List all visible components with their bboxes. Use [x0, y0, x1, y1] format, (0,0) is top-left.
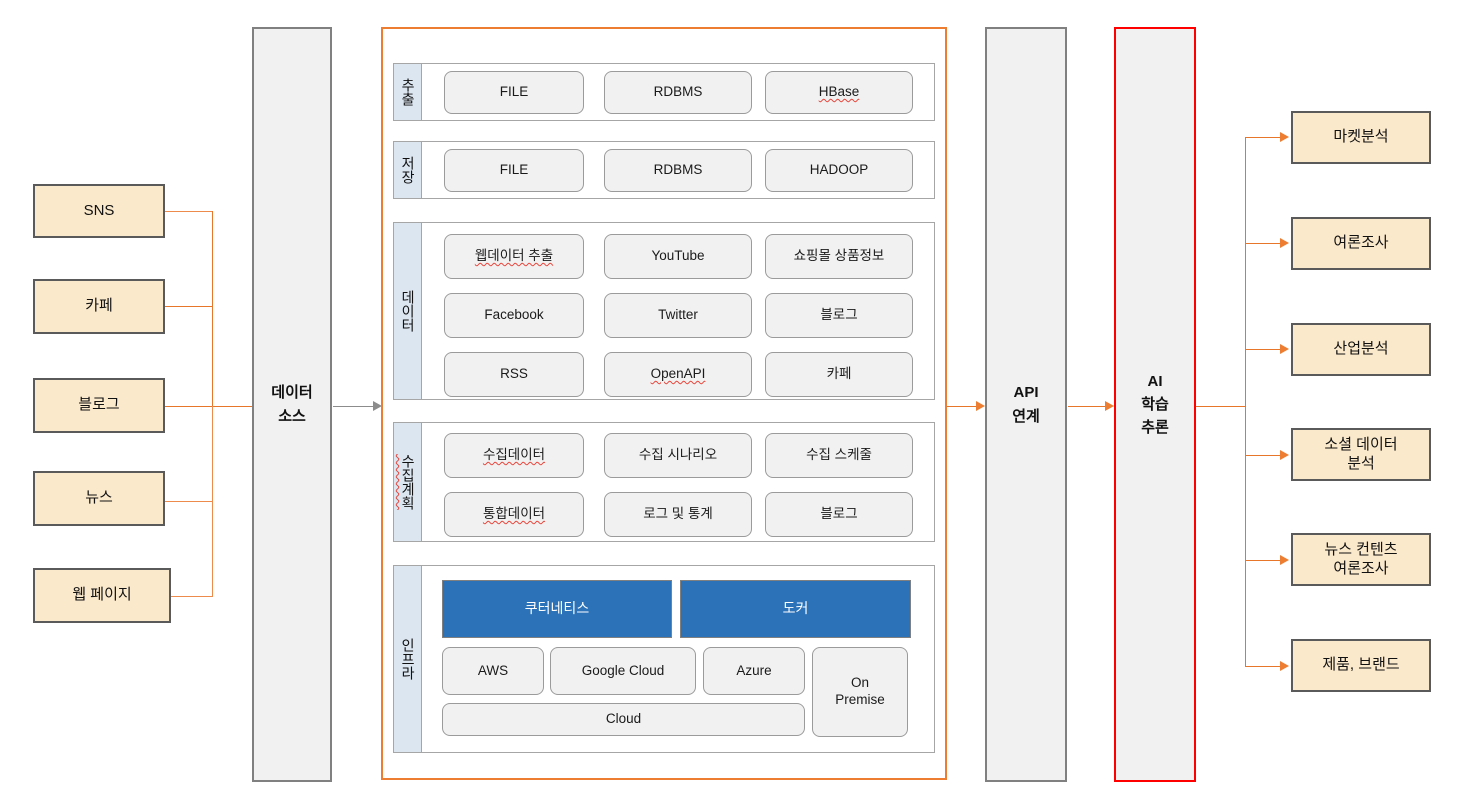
arrow-output-3: [1280, 344, 1289, 354]
chip-infra-docker[interactable]: 도커: [680, 580, 911, 638]
output-box-industry-analysis[interactable]: 산업분석: [1291, 323, 1431, 376]
section-label-infra: 인프라: [394, 566, 422, 752]
source-label: 웹 페이지: [72, 586, 132, 604]
chip-infra-google-cloud[interactable]: Google Cloud: [550, 647, 696, 695]
chip-data-twitter[interactable]: Twitter: [604, 293, 752, 338]
connector-news: [165, 501, 212, 502]
source-label: 뉴스: [85, 489, 113, 507]
chip-plan-log-stats[interactable]: 로그 및 통계: [604, 492, 752, 537]
source-box-cafe[interactable]: 카페: [33, 279, 165, 334]
arrow-api-to-ai: [1105, 401, 1114, 411]
arrow-output-5: [1280, 555, 1289, 565]
chip-extract-hbase[interactable]: HBase: [765, 71, 913, 114]
column-ai-label: AI 학습 추론: [1141, 372, 1169, 437]
chip-data-web-extract[interactable]: 웹데이터 추출: [444, 234, 584, 279]
section-label-extract: 추출: [394, 64, 422, 120]
column-data-source-label: 데이터 소스: [271, 384, 313, 425]
source-label: 블로그: [78, 396, 120, 414]
arrow-output-1: [1280, 132, 1289, 142]
connector-output-1: [1245, 137, 1283, 138]
column-api-label: API 연계: [1012, 384, 1040, 425]
chip-store-rdbms[interactable]: RDBMS: [604, 149, 752, 192]
arrow-datasource-to-platform: [373, 401, 382, 411]
chip-data-blog[interactable]: 블로그: [765, 293, 913, 338]
arrow-output-2: [1280, 238, 1289, 248]
chip-store-hadoop[interactable]: HADOOP: [765, 149, 913, 192]
chip-plan-schedule[interactable]: 수집 스케줄: [765, 433, 913, 478]
arrow-platform-to-api: [976, 401, 985, 411]
chip-infra-aws[interactable]: AWS: [442, 647, 544, 695]
column-ai[interactable]: AI 학습 추론: [1114, 27, 1196, 782]
chip-extract-rdbms[interactable]: RDBMS: [604, 71, 752, 114]
source-box-blog[interactable]: 블로그: [33, 378, 165, 433]
chip-plan-blog[interactable]: 블로그: [765, 492, 913, 537]
chip-data-cafe[interactable]: 카페: [765, 352, 913, 397]
chip-plan-collect-data[interactable]: 수집데이터: [444, 433, 584, 478]
chip-infra-cloud-bar[interactable]: Cloud: [442, 703, 805, 736]
connector-platform-to-api: [947, 406, 980, 407]
arrow-output-4: [1280, 450, 1289, 460]
chip-extract-file[interactable]: FILE: [444, 71, 584, 114]
source-trunk-upper: [212, 211, 213, 407]
chip-plan-scenario[interactable]: 수집 시나리오: [604, 433, 752, 478]
output-box-public-opinion[interactable]: 여론조사: [1291, 217, 1431, 270]
column-api[interactable]: API 연계: [985, 27, 1067, 782]
connector-api-to-ai: [1068, 406, 1110, 407]
chip-store-file[interactable]: FILE: [444, 149, 584, 192]
source-trunk-lower: [212, 406, 213, 597]
chip-infra-on-premise[interactable]: On Premise: [812, 647, 908, 737]
connector-sns: [165, 211, 212, 212]
source-label: 카페: [85, 297, 113, 315]
chip-infra-kubernetes[interactable]: 쿠터네티스: [442, 580, 672, 638]
connector-output-2: [1245, 243, 1283, 244]
source-box-news[interactable]: 뉴스: [33, 471, 165, 526]
column-data-source[interactable]: 데이터 소스: [252, 27, 332, 782]
chip-data-openapi[interactable]: OpenAPI: [604, 352, 752, 397]
source-box-sns[interactable]: SNS: [33, 184, 165, 238]
arrow-output-6: [1280, 661, 1289, 671]
connector-cafe: [165, 306, 212, 307]
source-box-webpage[interactable]: 웹 페이지: [33, 568, 171, 623]
section-label-store: 저장: [394, 142, 422, 198]
connector-webpage: [171, 596, 212, 597]
output-trunk-lower: [1245, 406, 1246, 667]
chip-data-rss[interactable]: RSS: [444, 352, 584, 397]
chip-data-shopping[interactable]: 쇼핑몰 상품정보: [765, 234, 913, 279]
chip-data-youtube[interactable]: YouTube: [604, 234, 752, 279]
output-box-product-brand[interactable]: 제품, 브랜드: [1291, 639, 1431, 692]
output-box-news-content-opinion[interactable]: 뉴스 컨텐츠 여론조사: [1291, 533, 1431, 586]
connector-datasource-to-platform: [333, 406, 375, 407]
section-label-data: 데이터: [394, 223, 422, 399]
connector-blog: [165, 406, 290, 407]
output-trunk: [1245, 137, 1246, 406]
chip-plan-integrated-data[interactable]: 통합데이터: [444, 492, 584, 537]
output-box-market-analysis[interactable]: 마켓분석: [1291, 111, 1431, 164]
connector-output-5: [1245, 560, 1283, 561]
connector-output-6: [1245, 666, 1283, 667]
connector-output-4: [1245, 455, 1283, 456]
source-label: SNS: [83, 201, 115, 219]
chip-infra-azure[interactable]: Azure: [703, 647, 805, 695]
section-label-plan: 수집계획: [394, 423, 422, 541]
output-box-social-data-analysis[interactable]: 소셜 데이터 분석: [1291, 428, 1431, 481]
chip-data-facebook[interactable]: Facebook: [444, 293, 584, 338]
connector-ai-stem: [1196, 406, 1246, 407]
connector-output-3: [1245, 349, 1283, 350]
